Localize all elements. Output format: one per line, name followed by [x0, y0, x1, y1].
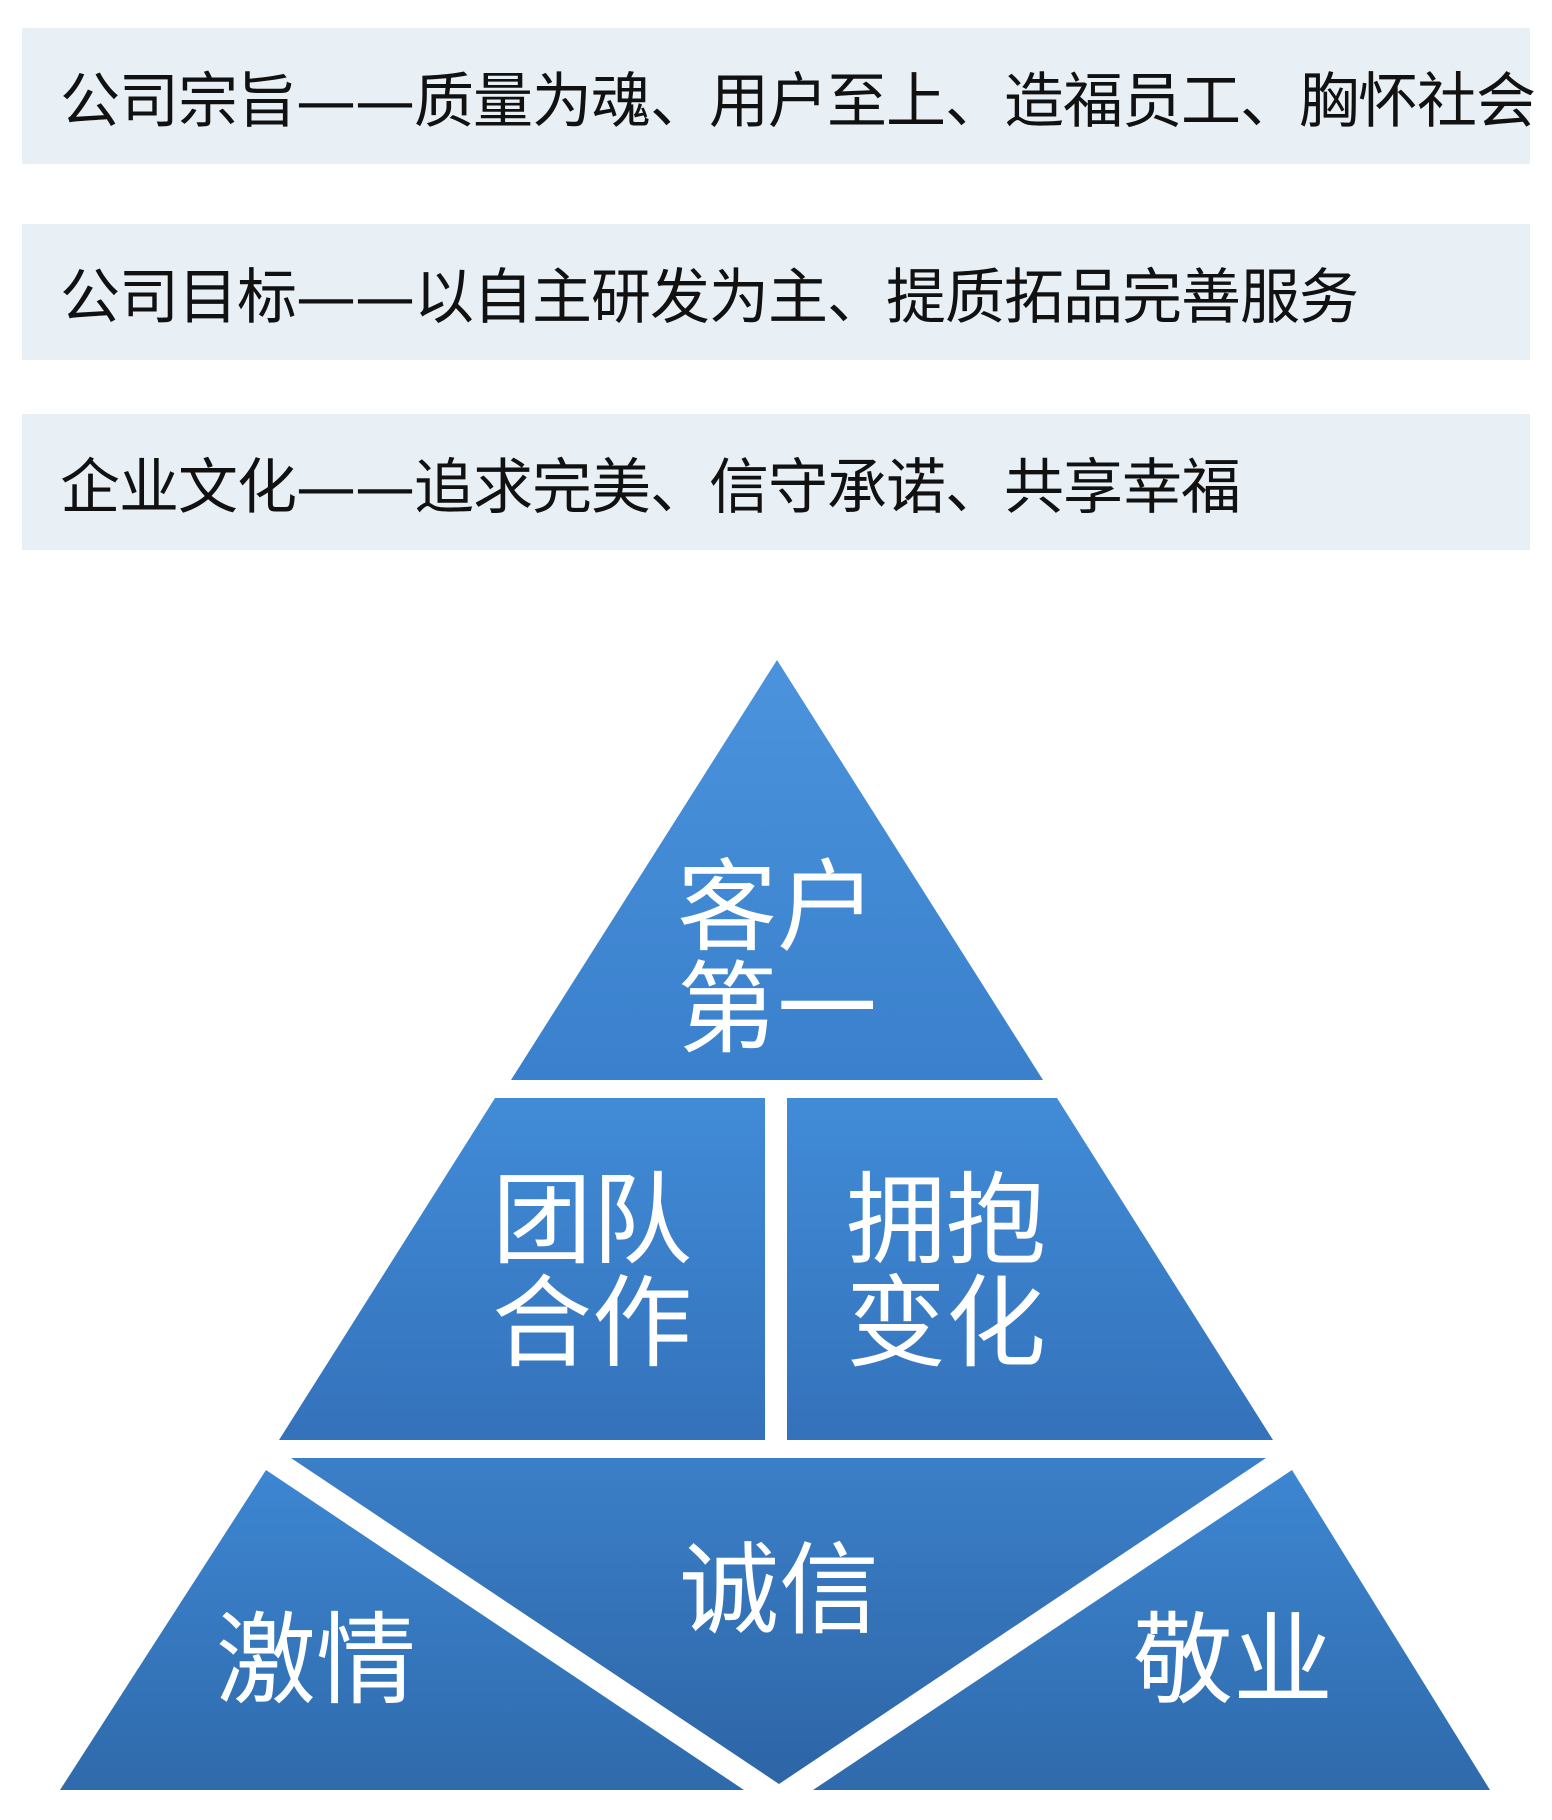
- bottom-left-label: 激情: [216, 1602, 416, 1719]
- pyramid-top-segment: [511, 660, 1043, 1080]
- middle-left-label-line2: 合作: [492, 1265, 692, 1382]
- pyramid-bottom-left-segment: [60, 1470, 744, 1790]
- pyramid-bottom-right-segment: [813, 1470, 1490, 1790]
- middle-left-label-line1: 团队: [492, 1162, 692, 1279]
- goal-banner: 公司目标——以自主研发为主、提质拓品完善服务: [22, 224, 1530, 360]
- bottom-center-label: 诚信: [679, 1532, 879, 1649]
- pyramid-middle-right-segment: [787, 1098, 1273, 1440]
- top-label-line1: 客户: [677, 849, 877, 966]
- culture-text: 企业文化——追求完美、信守承诺、共享幸福: [60, 452, 1241, 523]
- bottom-right-label: 敬业: [1133, 1602, 1333, 1719]
- top-label-line2: 第一: [677, 951, 877, 1068]
- mission-text: 公司宗旨——质量为魂、用户至上、造福员工、胸怀社会: [60, 66, 1536, 137]
- middle-right-label-line1: 拥抱: [846, 1162, 1046, 1279]
- pyramid-bottom-center-segment: [291, 1458, 1266, 1784]
- culture-banner: 企业文化——追求完美、信守承诺、共享幸福: [22, 414, 1530, 550]
- pyramid-middle-left-segment: [279, 1098, 765, 1440]
- middle-right-label-line2: 变化: [846, 1265, 1046, 1382]
- mission-banner: 公司宗旨——质量为魂、用户至上、造福员工、胸怀社会: [22, 28, 1536, 164]
- goal-text: 公司目标——以自主研发为主、提质拓品完善服务: [60, 262, 1359, 333]
